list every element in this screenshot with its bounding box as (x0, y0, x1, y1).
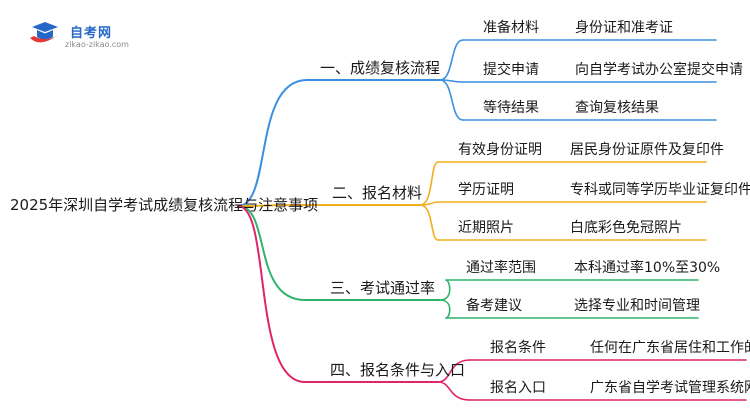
leaf-value: 选择专业和时间管理 (574, 298, 700, 314)
leaf-value: 本科通过率10%至30% (574, 260, 721, 276)
leaf-key: 提交申请 (483, 62, 539, 78)
leaf-key: 准备材料 (483, 20, 539, 36)
leaf-key: 近期照片 (458, 220, 514, 236)
leaf-key: 等待结果 (483, 100, 539, 116)
leaf-connector (437, 381, 471, 401)
leaf-value: 广东省自学考试管理系统网址 (590, 380, 750, 396)
leaf-connector (439, 299, 451, 319)
graduation-cap-icon (30, 22, 58, 43)
branch-connector (237, 204, 306, 207)
leaf-value: 白底彩色免冠照片 (570, 220, 682, 236)
site-logo: 自考网 zikao-zikao.com (28, 18, 148, 50)
leaf-value: 身份证和准考证 (575, 20, 673, 36)
leaf-key: 报名入口 (490, 380, 546, 396)
root-topic: 2025年深圳自学考试成绩复核流程与注意事项 (10, 196, 319, 214)
logo-title: 自考网 (70, 26, 113, 41)
branch-label: 三、考试通过率 (330, 279, 436, 297)
branch-connector (237, 205, 306, 301)
leaf-value: 查询复核结果 (575, 100, 659, 116)
leaf-value: 专科或同等学历毕业证复印件 (570, 182, 750, 198)
branch-label: 二、报名材料 (332, 184, 423, 202)
leaf-key: 有效身份证明 (458, 142, 542, 158)
branch-connector (237, 205, 306, 383)
leaf-key: 学历证明 (458, 182, 514, 198)
leaf-key: 报名条件 (490, 340, 546, 356)
leaf-connector (439, 279, 451, 301)
leaf-connector (437, 359, 471, 383)
leaf-value: 向自学考试办公室提交申请 (575, 62, 743, 78)
branch-label: 四、报名条件与入口 (330, 361, 466, 379)
branch-label: 一、成绩复核流程 (320, 59, 441, 77)
leaf-connector (439, 79, 464, 121)
leaf-connector (419, 204, 439, 241)
branch-connector (237, 79, 308, 207)
leaf-key: 通过率范围 (466, 260, 536, 276)
leaf-value: 任何在广东省居住和工作的公民 (590, 340, 750, 356)
leaf-connector (439, 39, 464, 81)
leaf-key: 备考建议 (466, 298, 522, 314)
leaf-connector (419, 161, 439, 206)
leaf-value: 居民身份证原件及复印件 (570, 142, 724, 158)
logo-url: zikao-zikao.com (65, 40, 129, 49)
